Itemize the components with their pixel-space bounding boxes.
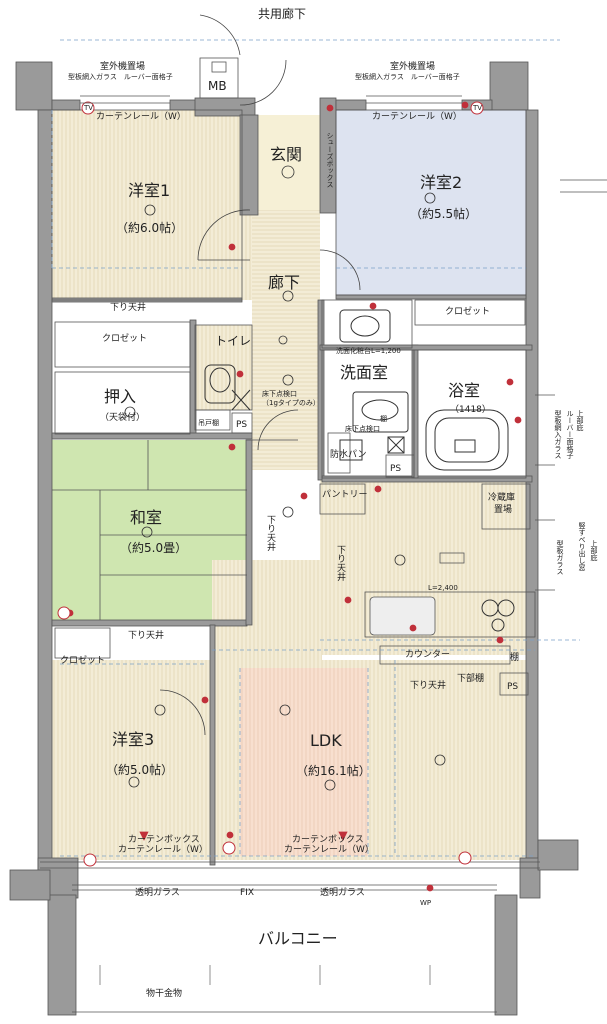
yokushitsu-size: （1418） bbox=[450, 404, 491, 415]
ldk-pink-floor bbox=[240, 668, 368, 856]
yoshitsu3-size: （約5.0帖） bbox=[106, 762, 173, 777]
lights bbox=[124, 165, 446, 791]
kitchen-window-b: 竪すべり出し窓 bbox=[578, 522, 586, 571]
tv-outlet-6 bbox=[458, 851, 472, 865]
tv-outlet-4 bbox=[83, 853, 97, 867]
glass-left-label: 透明ガラス bbox=[135, 887, 180, 898]
yokushitsu-label: 浴室 bbox=[448, 381, 480, 400]
balcony-floor bbox=[72, 898, 497, 1013]
tv-outlet-2 bbox=[470, 101, 484, 115]
bath-fixtures bbox=[204, 309, 509, 471]
closet-1-label: クロゼット bbox=[102, 332, 147, 344]
pantry-label: パントリー bbox=[322, 489, 367, 500]
window-left: 型板網入ガラス ルーバー面格子 bbox=[68, 72, 173, 81]
counter-label: カウンター bbox=[405, 649, 450, 660]
shoes-box-label: シューズボックス bbox=[326, 132, 334, 188]
curtain-box-right: カーテンボックス bbox=[292, 834, 364, 845]
bath-window-b: ルーバー面格子 bbox=[566, 410, 574, 459]
tv-label-2: TV bbox=[472, 104, 482, 112]
closet-2-label: クロゼット bbox=[445, 305, 490, 317]
ps-2-label: PS bbox=[390, 464, 401, 474]
yoshitsu3-floor bbox=[52, 660, 212, 860]
senmen-note: 洗面化粧台L=1,200 bbox=[336, 346, 401, 355]
tsuritodana-label: 吊戸棚 bbox=[198, 418, 219, 427]
reizouko-label: 冷蔵庫 bbox=[488, 491, 515, 503]
floors bbox=[52, 110, 535, 1013]
sagari-tenjo-2: 下り天井 bbox=[265, 515, 276, 552]
labels: 共用廊下 MB 室外機置場 型板網入ガラス ルーバー面格子 室外機置場 型板網入… bbox=[60, 6, 598, 999]
ldk-dining-floor bbox=[212, 560, 322, 660]
corridor-common-label: 共用廊下 bbox=[258, 6, 306, 21]
ps-1-label: PS bbox=[236, 420, 247, 430]
doors bbox=[159, 14, 361, 736]
tv-outlet-1 bbox=[81, 101, 95, 115]
curtain-rail-right2: カーテンレール（W） bbox=[284, 844, 374, 855]
yukashita-2: 床下点検口 bbox=[345, 424, 380, 433]
kitchen-window-a: 上部庇 bbox=[590, 539, 598, 562]
curtain-box-left: カーテンボックス bbox=[128, 834, 200, 845]
oshiire-floor bbox=[55, 372, 190, 434]
monohoshi-label: 物干金物 bbox=[146, 987, 182, 999]
glass-right-label: 透明ガラス bbox=[320, 887, 365, 898]
yoshitsu2-label: 洋室2 bbox=[420, 173, 462, 192]
sagari-tenjo-3: 下り天井 bbox=[335, 545, 346, 582]
bousui-pan-label: 防水パン bbox=[330, 448, 366, 460]
oshiire-sub: （天袋付） bbox=[100, 411, 145, 423]
closet1-floor bbox=[55, 322, 195, 367]
roka-floor bbox=[252, 210, 320, 470]
ldk-size: （約16.1帖） bbox=[296, 763, 371, 778]
windows bbox=[80, 95, 607, 591]
bath-window-c: 型板網入ガラス bbox=[554, 409, 562, 459]
toilet-label: トイレ bbox=[215, 334, 251, 348]
tana-2-label: 棚 bbox=[510, 651, 519, 663]
kitchen-length: L=2,400 bbox=[428, 584, 458, 592]
sagari-tenjo-1: 下り天井 bbox=[110, 301, 146, 313]
oshiire-label: 押入 bbox=[104, 387, 136, 406]
sagari-tenjo-5: 下り天井 bbox=[410, 679, 446, 691]
senmen-label: 洗面室 bbox=[340, 363, 388, 382]
kitchen bbox=[369, 552, 515, 636]
balcony-label: バルコニー bbox=[258, 929, 338, 948]
roka-label: 廊下 bbox=[268, 273, 300, 292]
washitsu-size: （約5.0畳） bbox=[120, 540, 187, 555]
reizouko-label-2: 置場 bbox=[494, 503, 512, 515]
curtain-rail-left2: カーテンレール（W） bbox=[118, 844, 208, 855]
dashed-lines bbox=[51, 39, 580, 857]
curtain-rail-left: カーテンレール（W） bbox=[96, 111, 186, 122]
closet-3-label: クロゼット bbox=[60, 654, 105, 666]
walls bbox=[9, 61, 579, 1016]
sagari-tenjo-4: 下り天井 bbox=[128, 629, 164, 641]
yoshitsu2-size: （約5.5帖） bbox=[410, 206, 477, 221]
yoshitsu1-label: 洋室1 bbox=[128, 181, 170, 200]
outlines bbox=[40, 57, 540, 1013]
tana-1: 棚 bbox=[380, 414, 387, 423]
curtain-rail-right: カーテンレール（W） bbox=[372, 111, 462, 122]
yukashita-1b: （1gタイプのみ） bbox=[262, 398, 320, 407]
yoshitsu1-size: （約6.0帖） bbox=[116, 220, 183, 235]
washitsu-label: 和室 bbox=[130, 508, 162, 527]
outdoor-unit-right: 室外機置場 bbox=[390, 60, 435, 72]
yukashita-1: 床下点検口 bbox=[262, 389, 297, 398]
genkan-floor bbox=[258, 115, 320, 210]
outdoor-unit-left: 室外機置場 bbox=[100, 60, 145, 72]
ps-3-label: PS bbox=[507, 682, 518, 692]
tv-label-1: TV bbox=[83, 104, 93, 112]
bath-window-a: 上部庇 bbox=[576, 409, 584, 432]
senmen-floor bbox=[322, 350, 414, 478]
window-right: 型板網入ガラス ルーバー面格子 bbox=[355, 72, 460, 81]
genkan-label: 玄関 bbox=[270, 145, 302, 164]
tv-outlet-5 bbox=[222, 841, 236, 855]
mb-label: MB bbox=[208, 79, 227, 93]
kabudana-label: 下部棚 bbox=[457, 672, 484, 684]
wp-label: WP bbox=[420, 899, 431, 907]
tv-outlet-3 bbox=[57, 606, 71, 620]
kitchen-window-c: 型板ガラス bbox=[556, 539, 564, 575]
balcony-posts bbox=[99, 965, 431, 985]
tv-markers bbox=[57, 101, 484, 867]
yoshitsu3-label: 洋室3 bbox=[112, 730, 154, 749]
ldk-label: LDK bbox=[310, 731, 342, 750]
fix-label: FIX bbox=[240, 888, 254, 898]
